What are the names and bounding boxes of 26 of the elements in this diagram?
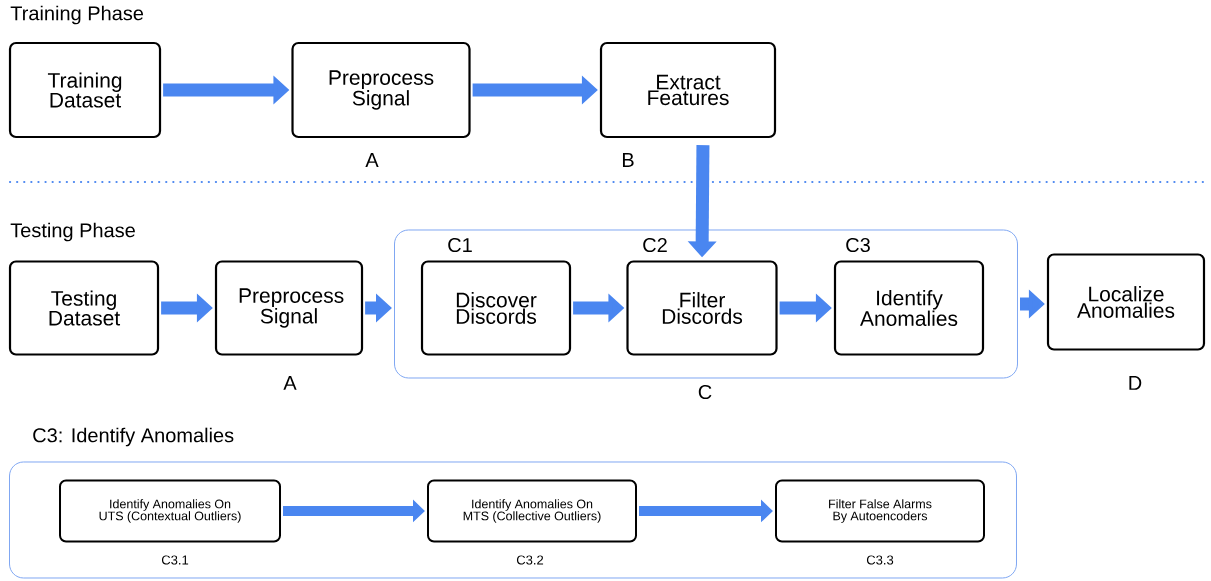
step-label: C3.3 <box>866 555 894 565</box>
process-box: Discover Discords <box>420 260 572 356</box>
step-label: C2 <box>643 237 667 253</box>
step-label: C3.1 <box>161 555 189 565</box>
step-label: C <box>698 384 712 400</box>
process-box: Testing Dataset <box>8 260 160 356</box>
process-box: Extract Features <box>599 41 777 139</box>
group-heading: C3: Identify Anomalies <box>33 427 234 447</box>
step-label: C3 <box>846 237 870 253</box>
step-label: A <box>365 153 379 167</box>
process-box: Identify Anomalies On MTS (Collective Outliers) <box>427 479 637 543</box>
group-box <box>394 229 1018 379</box>
process-box: Training Dataset <box>8 41 162 139</box>
process-box: Filter Discords <box>626 260 778 356</box>
step-label: D <box>1129 376 1142 390</box>
phase-heading: Testing Phase <box>10 222 135 242</box>
process-box: Identify Anomalies <box>833 260 985 356</box>
process-box: Filter False Alarms By Autoencoders <box>775 479 985 543</box>
process-box: Preprocess Signal <box>214 260 364 356</box>
process-box: Localize Anomalies <box>1046 253 1206 351</box>
step-label: C1 <box>448 237 472 253</box>
step-label: C3.2 <box>516 555 544 565</box>
process-box: Identify Anomalies On UTS (Contextual Outliers) <box>59 479 281 543</box>
step-label: A <box>283 376 297 390</box>
process-box: Preprocess Signal <box>291 41 471 139</box>
step-label: B <box>623 153 634 167</box>
